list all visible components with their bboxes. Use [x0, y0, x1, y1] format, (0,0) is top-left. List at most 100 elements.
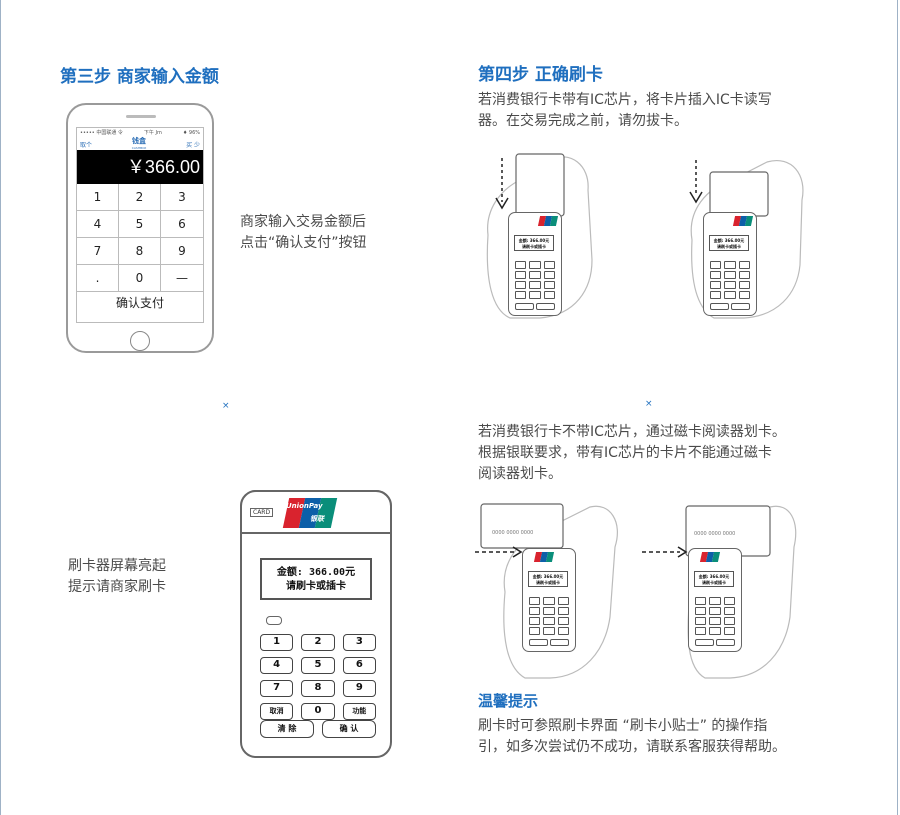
- key-7[interactable]: 7: [77, 238, 119, 265]
- terminal-key-6[interactable]: 6: [342, 657, 376, 674]
- key-8[interactable]: 8: [119, 238, 161, 265]
- nav-title-group: 钱盒 CASHBOX: [132, 136, 147, 151]
- terminal-key-8[interactable]: 8: [301, 680, 335, 697]
- swipe-arrow-head: [677, 546, 688, 558]
- step3-title: 第三步 商家输入金额: [60, 67, 219, 87]
- card-slot-label: CARD: [250, 508, 274, 517]
- ic-insert-illustration-2: [689, 160, 804, 319]
- terminal-confirm-button[interactable]: 确 认: [322, 720, 376, 738]
- terminal-caption-line2: 提示请商家刷卡: [68, 579, 166, 595]
- mini-bottom-buttons: [695, 639, 735, 646]
- unionpay-logo-icon: [537, 216, 559, 226]
- mini-terminal-lcd: 金额: 366.00元 请刷卡或插卡: [528, 571, 568, 587]
- terminal-key-2[interactable]: 2: [301, 634, 335, 651]
- mini-keypad: [515, 261, 555, 299]
- phone-nav-bar: 取个 钱盒 CASHBOX 买 少: [77, 136, 203, 151]
- left-border-line: [0, 0, 1, 815]
- terminal-key-7[interactable]: 7: [260, 680, 294, 697]
- key-0[interactable]: 0: [119, 265, 161, 292]
- step3-caption: 商家输入交易金额后 点击“确认支付”按钮: [240, 212, 367, 254]
- key-delete[interactable]: —: [161, 265, 203, 292]
- terminal-key-9[interactable]: 9: [342, 680, 376, 697]
- status-time: 下午 Jm: [143, 130, 162, 136]
- status-led: [266, 616, 282, 625]
- nav-right-button[interactable]: 买 少: [186, 141, 200, 149]
- phone-speaker: [126, 115, 156, 118]
- card-number: 0000 0000 0000: [694, 531, 736, 537]
- terminal-key-3[interactable]: 3: [342, 634, 376, 651]
- ic-insert-illustration-1: [486, 153, 593, 319]
- insert-arrow-head: [689, 191, 703, 204]
- terminal-key-4[interactable]: 4: [260, 657, 294, 674]
- unionpay-brand-cn: 银联: [310, 515, 324, 523]
- key-2[interactable]: 2: [119, 184, 161, 211]
- key-dot[interactable]: .: [77, 265, 119, 292]
- step3-caption-line1: 商家输入交易金额后: [240, 214, 366, 230]
- terminal-lcd-screen: 金额: 366.00元 请刷卡或插卡: [260, 558, 372, 600]
- amount-display: ￥366.00: [77, 150, 203, 184]
- swipe-illustration-1: [475, 503, 618, 679]
- mini-terminal-lcd: 金额: 366.00元 请刷卡或插卡: [709, 235, 749, 251]
- unionpay-brand: UnionPay: [286, 502, 323, 510]
- status-battery: ♦ 96%: [182, 130, 200, 136]
- step4-title: 第四步 正确刷卡: [478, 65, 603, 85]
- card-terminal: CARD UnionPay 银联 金额: 366.00元 请刷卡或插卡 1 2 …: [240, 490, 392, 758]
- magstripe-line3: 阅读器划卡。: [478, 466, 562, 482]
- terminal-cancel-key[interactable]: 取消: [260, 703, 294, 720]
- terminal-keypad: 1 2 3 4 5 6 7 8 9 取消 0 功能: [260, 634, 376, 720]
- tips-line2: 引，如多次尝试仍不成功，请联系客服获得帮助。: [478, 739, 786, 755]
- terminal-function-key[interactable]: 功能: [342, 703, 376, 720]
- key-3[interactable]: 3: [161, 184, 203, 211]
- mini-lcd-line2: 请刷卡或插卡: [522, 244, 546, 249]
- ic-card-instructions: 若消费银行卡带有IC芯片，将卡片插入IC卡读写 器。在交易完成之前，请勿拔卡。: [478, 90, 772, 132]
- mini-lcd-line1: 金额: 366.00元: [518, 238, 550, 243]
- phone-screen: ••••• 中国联通 令 下午 Jm ♦ 96% 取个 钱盒 CASHBOX 买…: [76, 127, 204, 323]
- phone-status-bar: ••••• 中国联通 令 下午 Jm ♦ 96%: [77, 128, 203, 138]
- confirm-pay-button[interactable]: 确认支付: [115, 296, 164, 310]
- mini-lcd-line1: 金额: 366.00元: [698, 574, 730, 579]
- mini-lcd-line1: 金额: 366.00元: [532, 574, 564, 579]
- tips-line1: 刷卡时可参照刷卡界面 “刷卡小贴士” 的操作指: [478, 718, 768, 734]
- terminal-caption-line1: 刷卡器屏幕亮起: [68, 558, 166, 574]
- terminal-bottom-buttons: 清 除 确 认: [260, 720, 376, 738]
- inserted-card: [515, 153, 565, 217]
- swipe-card: [480, 503, 564, 549]
- mini-lcd-line2: 请刷卡或插卡: [702, 580, 726, 585]
- key-9[interactable]: 9: [161, 238, 203, 265]
- mini-bottom-buttons: [529, 639, 569, 646]
- terminal-caption: 刷卡器屏幕亮起 提示请商家刷卡: [68, 556, 166, 598]
- unionpay-logo-icon: [732, 216, 754, 226]
- unionpay-logo-icon: [533, 552, 555, 562]
- mini-terminal-swipe-2: 金额: 366.00元 请刷卡或插卡: [688, 548, 742, 652]
- ic-instructions-line2: 器。在交易完成之前，请勿拔卡。: [478, 113, 688, 129]
- mini-lcd-line2: 请刷卡或插卡: [717, 244, 741, 249]
- mini-lcd-line1: 金额: 366.00元: [713, 238, 745, 243]
- swipe-arrow-head: [512, 546, 523, 558]
- swipe-illustration-2: [642, 505, 797, 679]
- key-4[interactable]: 4: [77, 211, 119, 238]
- terminal-key-0[interactable]: 0: [301, 703, 335, 720]
- key-1[interactable]: 1: [77, 184, 119, 211]
- unionpay-logo-icon: [699, 552, 721, 562]
- mini-terminal-ic-1: 金额: 366.00元 请刷卡或插卡: [508, 212, 562, 316]
- key-5[interactable]: 5: [119, 211, 161, 238]
- nav-back-button[interactable]: 取个: [80, 141, 93, 149]
- mini-bottom-buttons: [515, 303, 555, 310]
- hand-outline: [486, 156, 593, 319]
- terminal-lcd-prompt: 请刷卡或插卡: [286, 581, 346, 592]
- phone-mockup: ••••• 中国联通 令 下午 Jm ♦ 96% 取个 钱盒 CASHBOX 买…: [66, 103, 214, 353]
- key-6[interactable]: 6: [161, 211, 203, 238]
- inserted-card: [709, 171, 769, 217]
- mini-keypad: [695, 597, 735, 635]
- mini-terminal-swipe-1: 金额: 366.00元 请刷卡或插卡: [522, 548, 576, 652]
- insert-arrow-head: [495, 197, 509, 210]
- mini-keypad: [710, 261, 750, 299]
- nav-title: 钱盒: [132, 136, 147, 145]
- terminal-key-1[interactable]: 1: [260, 634, 294, 651]
- tips-title: 温馨提示: [478, 692, 539, 710]
- terminal-key-5[interactable]: 5: [301, 657, 335, 674]
- mini-bottom-buttons: [710, 303, 750, 310]
- mini-terminal-ic-2: 金额: 366.00元 请刷卡或插卡: [703, 212, 757, 316]
- terminal-clear-button[interactable]: 清 除: [260, 720, 314, 738]
- magstripe-line1: 若消费银行卡不带IC芯片，通过磁卡阅读器划卡。: [478, 424, 786, 440]
